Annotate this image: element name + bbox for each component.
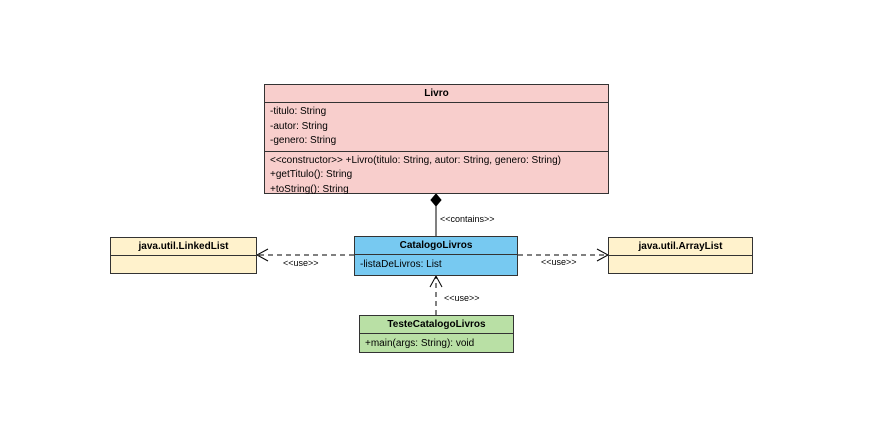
class-livro[interactable]: Livro -titulo: String -autor: String -ge…: [264, 84, 609, 195]
attribute: -genero: String: [270, 135, 337, 146]
class-catalogo-livros-name: CatalogoLivros: [355, 237, 517, 255]
class-array-list-name: java.util.ArrayList: [609, 238, 752, 256]
use-linkedlist-arrowhead: [255, 248, 269, 262]
method: +toString(): String: [270, 183, 349, 195]
attribute: -listaDeLivros: List: [360, 259, 442, 270]
class-array-list[interactable]: java.util.ArrayList: [608, 237, 753, 274]
contains-label: <<contains>>: [440, 214, 495, 224]
use-teste-arrowhead: [429, 274, 443, 288]
use-arraylist-label: <<use>>: [541, 257, 577, 267]
class-livro-attributes: -titulo: String -autor: String -genero: …: [265, 103, 608, 152]
use-linkedlist-label: <<use>>: [283, 258, 319, 268]
class-livro-methods: <<constructor>> +Livro(titulo: String, a…: [265, 152, 608, 200]
class-catalogo-livros-attributes: -listaDeLivros: List: [355, 255, 517, 275]
attribute: -autor: String: [270, 120, 328, 132]
composition-diamond: [430, 193, 442, 207]
attribute: -titulo: String: [270, 106, 327, 117]
method: <<constructor>> +Livro(titulo: String, a…: [270, 154, 561, 166]
class-teste-catalogo-livros-name: TesteCatalogoLivros: [360, 316, 513, 334]
method: +main(args: String): void: [365, 338, 475, 349]
method: +getTitulo(): String: [270, 169, 353, 180]
use-teste-label: <<use>>: [444, 293, 480, 303]
class-linked-list[interactable]: java.util.LinkedList: [110, 237, 257, 274]
class-linked-list-name: java.util.LinkedList: [111, 238, 256, 256]
class-teste-catalogo-livros[interactable]: TesteCatalogoLivros +main(args: String):…: [359, 315, 514, 353]
class-catalogo-livros[interactable]: CatalogoLivros -listaDeLivros: List: [354, 236, 518, 276]
class-livro-name: Livro: [265, 85, 608, 103]
class-teste-catalogo-livros-methods: +main(args: String): void: [360, 334, 513, 354]
